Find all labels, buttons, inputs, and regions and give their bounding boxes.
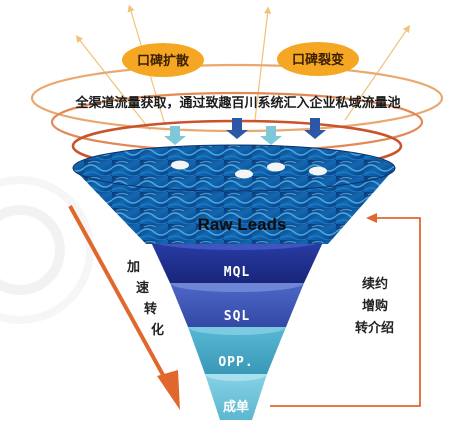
stage-label-sql: SQL (224, 309, 250, 324)
funnel-stage-opp: OPP. (188, 319, 286, 374)
arrow-head-icon (157, 370, 180, 410)
pill-label: 口碑裂变 (292, 52, 344, 68)
accelerate-arrow (68, 205, 180, 410)
arrow-down-icon (304, 118, 326, 139)
raw-leads-label: Raw Leads (198, 215, 287, 234)
stage-label-deal: 成单 (223, 399, 249, 415)
pill-word-of-mouth-fission: 口碑裂变 (277, 42, 359, 76)
background-arcs (0, 176, 94, 324)
retention-text: 续约 增购 转介绍 (355, 276, 394, 336)
pill-word-of-mouth-spread: 口碑扩散 (122, 43, 204, 77)
accelerate-conversion-text: 加 速 转 化 (126, 260, 164, 338)
lead-dot (267, 162, 285, 172)
arrow-down-icon (164, 126, 186, 145)
accelerate-char: 加 (126, 260, 140, 275)
stage-label-mql: MQL (224, 265, 250, 280)
renewal-text: 续约 (362, 276, 388, 292)
lead-dot (235, 169, 253, 179)
arrow-down-icon (226, 118, 248, 139)
funnel-stage-raw-leads: Raw Leads (72, 144, 396, 244)
inflow-arrows (164, 118, 326, 145)
referral-text: 转介绍 (355, 320, 394, 336)
channel-banner-text: 全渠道流量获取，通过致趣百川系统汇入企业私域流量池 (74, 95, 400, 111)
funnel-stage-deal: 成单 (205, 367, 267, 420)
accelerate-char: 转 (144, 301, 157, 317)
pill-label: 口碑扩散 (137, 53, 190, 69)
lead-dot (171, 160, 189, 170)
stage-label-opp: OPP. (218, 355, 253, 370)
accelerate-char: 速 (136, 280, 149, 296)
accelerate-char: 化 (151, 322, 164, 338)
arrow-down-icon (260, 126, 282, 145)
feedback-loop (270, 213, 421, 407)
arrow-left-icon (366, 213, 377, 223)
upsell-text: 增购 (362, 298, 388, 314)
lead-dot (309, 166, 327, 176)
